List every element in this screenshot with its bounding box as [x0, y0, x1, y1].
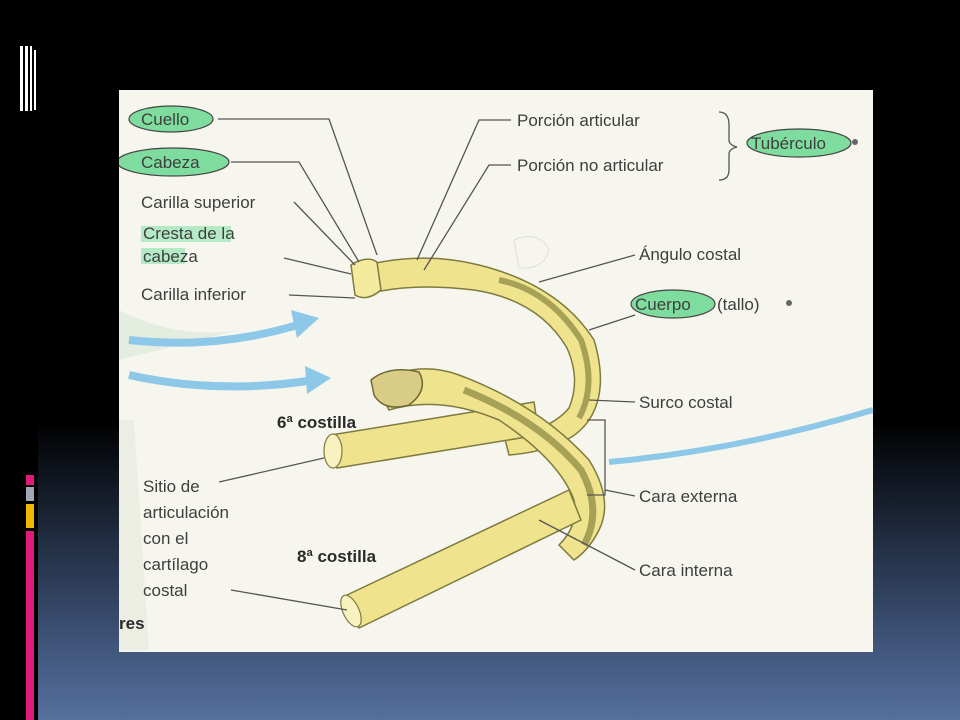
accent-bar-yellow — [26, 504, 34, 528]
rib-diagram: Cuello Cabeza Carilla superior Cresta de… — [119, 105, 873, 650]
label-sitio-line5: costal — [143, 581, 187, 600]
arrow-blue-lower — [128, 371, 315, 391]
label-sitio-line3: con el — [143, 529, 188, 548]
label-fragment-res: res — [119, 614, 145, 633]
label-cuello: Cuello — [141, 110, 189, 129]
label-cresta-line2: cabeza — [143, 247, 198, 266]
arrow-blue-upper — [128, 319, 306, 347]
label-cresta-line1: Cresta de la — [143, 224, 235, 243]
label-tallo: (tallo) — [717, 295, 760, 314]
highlight-cuerpo — [630, 289, 716, 319]
accent-bar-pink-top — [26, 475, 34, 485]
arrow-blue-right — [608, 407, 873, 465]
accent-bar-gray — [26, 487, 34, 501]
label-carilla-superior: Carilla superior — [141, 193, 256, 212]
label-sitio-line2: articulación — [143, 503, 229, 522]
label-octava-costilla: 8ª costilla — [297, 547, 377, 566]
decorative-lines-top — [20, 46, 36, 111]
label-cara-externa: Cara externa — [639, 487, 738, 506]
highlight-tuberculo — [746, 128, 852, 158]
label-porcion-no-articular: Porción no articular — [517, 156, 664, 175]
label-sitio-line4: cartílago — [143, 555, 208, 574]
label-carilla-inferior: Carilla inferior — [141, 285, 246, 304]
lower-rib — [340, 368, 606, 630]
label-porcion-articular: Porción articular — [517, 111, 640, 130]
label-sitio-line1: Sitio de — [143, 477, 200, 496]
label-sexta-costilla: 6ª costilla — [277, 413, 357, 432]
rib-anatomy-figure: Cuello Cabeza Carilla superior Cresta de… — [119, 90, 873, 652]
label-surco-costal: Surco costal — [639, 393, 733, 412]
label-cuerpo: Cuerpo — [635, 295, 691, 314]
label-angulo-costal: Ángulo costal — [639, 245, 741, 264]
highlight-cuello — [128, 105, 214, 133]
accent-bar-pink-long — [26, 531, 34, 720]
upper-rib — [323, 257, 602, 469]
label-cabeza: Cabeza — [141, 153, 200, 172]
label-cara-interna: Cara interna — [639, 561, 733, 580]
label-tuberculo: Tubérculo — [751, 134, 826, 153]
highlight-cabeza — [119, 147, 230, 177]
